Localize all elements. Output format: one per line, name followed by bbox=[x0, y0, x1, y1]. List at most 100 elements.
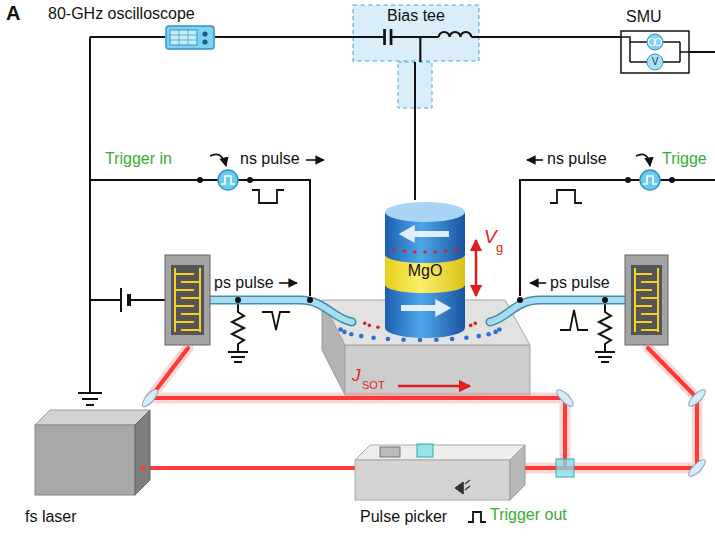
instrument-label: SMU bbox=[626, 8, 662, 26]
spin-dots bbox=[464, 336, 469, 341]
voltmeter-symbol: V bbox=[648, 56, 662, 68]
spin-dots bbox=[474, 322, 478, 326]
wire bbox=[228, 300, 248, 362]
laser-beam bbox=[150, 348, 697, 468]
smu-box-shape bbox=[647, 34, 663, 50]
mtj-pillar-shape bbox=[385, 202, 465, 222]
instrument-label: Pulse picker bbox=[360, 508, 447, 526]
spin-dots bbox=[338, 327, 343, 332]
bias-tee-box: Bias tee bbox=[352, 4, 480, 62]
signal-arrow bbox=[636, 154, 650, 166]
instrument-label: fs laser bbox=[25, 508, 77, 526]
pulse-picker-box-shape bbox=[355, 460, 510, 500]
pulse-picker-box-shape bbox=[455, 482, 463, 494]
battery-symbol bbox=[120, 288, 122, 312]
spin-dots bbox=[386, 337, 391, 342]
spin-dots bbox=[401, 337, 406, 342]
wire bbox=[78, 37, 715, 405]
mtj-pillar-shape bbox=[433, 250, 437, 253]
beam-splitter bbox=[556, 459, 574, 477]
wire bbox=[595, 300, 615, 362]
signal-arrow bbox=[210, 154, 650, 283]
spin-dots bbox=[450, 337, 455, 342]
pulse-generator bbox=[218, 170, 238, 190]
pulse-picker-box-shape bbox=[463, 480, 470, 494]
mtj-pillar: MgO bbox=[385, 200, 465, 340]
photoconductive-switch bbox=[165, 255, 210, 345]
wire bbox=[90, 37, 165, 393]
pulse-generator bbox=[218, 170, 660, 190]
signal-wire bbox=[215, 36, 352, 38]
mtj-pillar-shape bbox=[399, 225, 449, 243]
smu-box-shape bbox=[647, 54, 663, 70]
pulse-label: ps pulse bbox=[214, 274, 274, 292]
signal-arrow bbox=[279, 282, 297, 284]
signal-arrow bbox=[530, 282, 546, 284]
oscilloscope-icon-shape bbox=[202, 39, 207, 44]
spin-dots bbox=[359, 334, 364, 339]
mirror bbox=[686, 387, 707, 408]
instrument-label: 80-GHz oscilloscope bbox=[48, 5, 195, 23]
bias-tee-box-shape bbox=[352, 37, 480, 62]
fs-laser-box-shape bbox=[135, 410, 150, 495]
spin-dots bbox=[349, 332, 354, 337]
pulse-label: ns pulse bbox=[240, 150, 300, 168]
substrate bbox=[345, 345, 530, 395]
junction-dot bbox=[307, 297, 313, 303]
current-subscript: SOT bbox=[362, 379, 385, 392]
pulse-shape bbox=[252, 190, 284, 203]
spin-dots bbox=[376, 326, 380, 330]
signal-arrow bbox=[210, 154, 226, 166]
gate-voltage-arrow bbox=[476, 240, 477, 296]
spin-dots bbox=[477, 334, 482, 339]
mtj-pillar-shape bbox=[392, 248, 396, 251]
spin-dots bbox=[434, 337, 439, 342]
oscilloscope-icon-shape bbox=[202, 31, 207, 36]
current-symbol: J bbox=[352, 366, 361, 386]
pulse-label: ps pulse bbox=[550, 274, 610, 292]
pulse-generator bbox=[221, 176, 235, 184]
wire bbox=[520, 180, 715, 296]
junction-dot bbox=[235, 297, 241, 303]
photoconductive-switch bbox=[625, 255, 668, 345]
spin-dots bbox=[493, 330, 498, 335]
smu-box-shape bbox=[620, 30, 690, 74]
spin-dots bbox=[486, 332, 491, 337]
pulse-label: ns pulse bbox=[547, 150, 607, 168]
voltage-subscript: g bbox=[496, 240, 503, 255]
laser-beam bbox=[150, 348, 697, 468]
battery-symbol bbox=[127, 294, 131, 306]
mirror bbox=[686, 457, 707, 478]
panel-letter: A bbox=[6, 2, 20, 25]
mtj-pillar-shape bbox=[423, 250, 427, 253]
mtj-pillar-shape bbox=[385, 212, 465, 338]
signal-wire bbox=[414, 62, 416, 200]
trigger-label: Trigger out bbox=[490, 506, 567, 524]
pulse-shape bbox=[252, 190, 588, 522]
signal-arrow bbox=[527, 159, 543, 161]
photoconductive-switch bbox=[175, 268, 200, 332]
pulse-generator bbox=[643, 176, 657, 184]
pulse-shape bbox=[550, 190, 582, 203]
smu-box: SMU bbox=[620, 30, 690, 74]
battery-symbol bbox=[121, 288, 129, 312]
pulse-generator bbox=[640, 170, 660, 190]
junction-dot bbox=[517, 297, 523, 303]
spin-dots bbox=[363, 322, 367, 326]
gate-voltage-arrow bbox=[475, 240, 478, 296]
mtj-pillar-shape bbox=[403, 249, 407, 252]
junction-dot bbox=[247, 177, 253, 183]
junction-dot bbox=[197, 177, 203, 183]
junction-dot bbox=[602, 297, 608, 303]
mtj-pillar-shape bbox=[401, 299, 451, 317]
spin-dots bbox=[342, 330, 347, 335]
mirror bbox=[554, 387, 575, 408]
pulse-picker-box: Pulse picker bbox=[355, 440, 525, 500]
current-arrow bbox=[398, 385, 470, 388]
mtj-pillar-shape bbox=[444, 249, 448, 252]
spin-dots bbox=[497, 327, 502, 332]
junction-dot bbox=[669, 177, 675, 183]
component-label: Bias tee bbox=[352, 7, 480, 25]
trigger-label: Trigge bbox=[662, 150, 707, 168]
